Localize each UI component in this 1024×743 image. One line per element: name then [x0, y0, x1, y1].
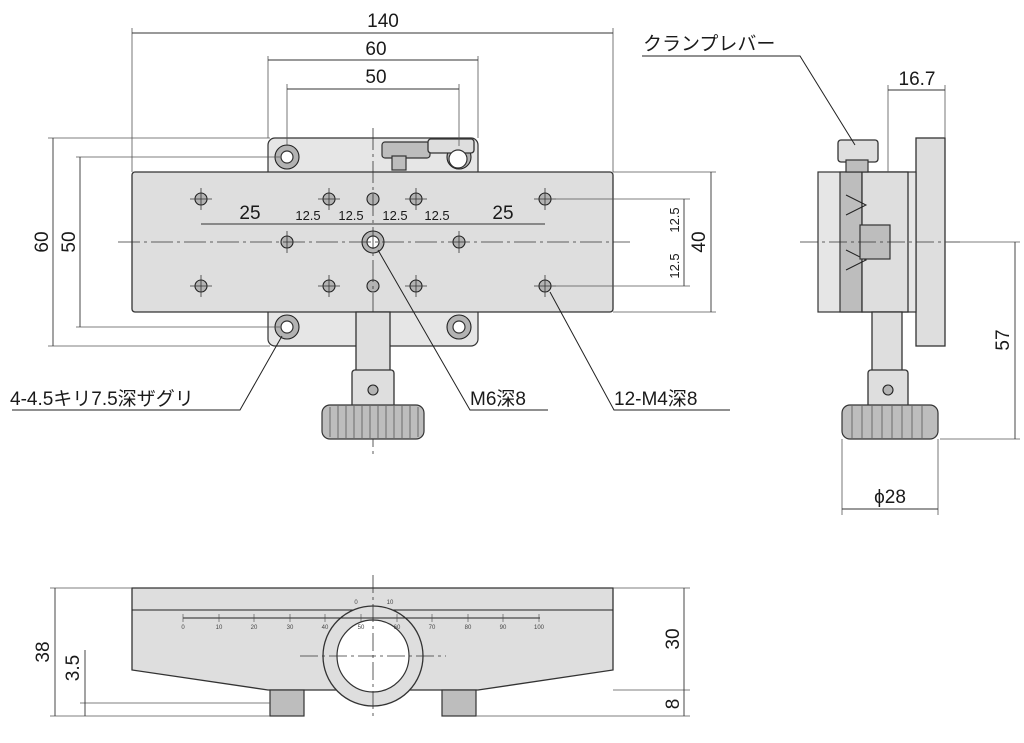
label-clamp-lever: クランプレバー: [643, 33, 775, 55]
label-m6: M6深8: [470, 388, 526, 410]
scale-tick-60: 60: [394, 625, 401, 631]
vernier-0: 0: [354, 600, 358, 606]
dim-50-left: 50: [59, 231, 80, 252]
feed-knob-top: [321, 311, 425, 440]
dim-25-left: 25: [239, 203, 260, 224]
dim-phi-28: ϕ28: [874, 487, 906, 508]
dim-3-5: 3.5: [63, 655, 84, 681]
scale-tick-40: 40: [322, 625, 329, 631]
vernier-10: 10: [387, 600, 394, 606]
scale-tick-0: 0: [181, 625, 185, 631]
dim-140: 140: [367, 11, 399, 32]
dim-60-left: 60: [32, 231, 53, 252]
dim-50-top: 50: [365, 67, 386, 88]
dim-12-5-right-top: 12.5: [667, 207, 682, 232]
dim-12-5-c: 12.5: [382, 208, 407, 223]
dim-30: 30: [663, 628, 684, 649]
dim-16-7: 16.7: [899, 69, 936, 90]
dim-40: 40: [689, 231, 710, 252]
top-view: 140 60 50 60 50 25 12.5 12.5 12.5 12.5 2…: [10, 11, 730, 455]
clamp-lever-top: [381, 138, 475, 171]
dim-12-5-d: 12.5: [424, 208, 449, 223]
scale: 0 10 20 30 40 50 60 70 80 90 100 0 10: [181, 600, 544, 631]
dim-8: 8: [663, 699, 684, 710]
dim-12-5-a: 12.5: [295, 208, 320, 223]
side-view: 16.7 クランプレバー 57 ϕ28: [642, 33, 1020, 515]
scale-tick-80: 80: [465, 625, 472, 631]
scale-tick-30: 30: [287, 625, 294, 631]
dim-60-top: 60: [365, 39, 386, 60]
scale-tick-20: 20: [251, 625, 258, 631]
scale-tick-100: 100: [534, 625, 545, 631]
scale-tick-70: 70: [429, 625, 436, 631]
label-counterbore-holes: 4-4.5キリ7.5深ザグリ: [10, 388, 194, 410]
scale-tick-10: 10: [216, 625, 223, 631]
scale-tick-50: 50: [358, 625, 365, 631]
scale-tick-90: 90: [500, 625, 507, 631]
dim-57: 57: [993, 329, 1014, 350]
front-view: 0 10 20 30 40 50 60 70 80 90 100 0 10 38…: [33, 575, 690, 718]
dim-38: 38: [33, 641, 54, 662]
dim-12-5-right-bottom: 12.5: [667, 253, 682, 278]
dim-12-5-b: 12.5: [338, 208, 363, 223]
dim-25-right: 25: [492, 203, 513, 224]
label-m4: 12-M4深8: [614, 388, 697, 410]
